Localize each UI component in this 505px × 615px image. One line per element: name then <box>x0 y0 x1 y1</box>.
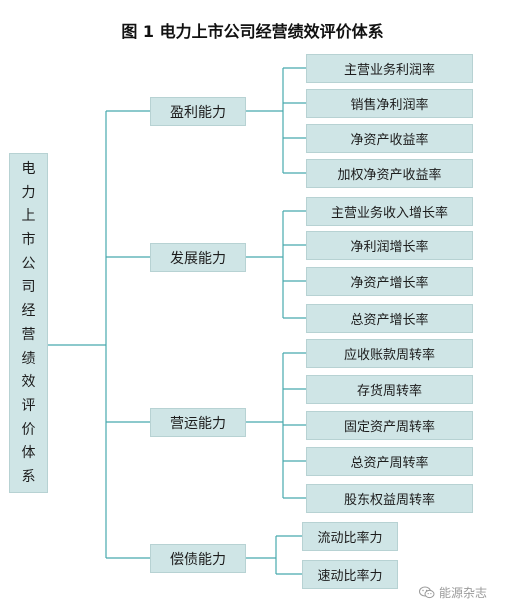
leaf-node: 总资产周转率 <box>306 447 473 476</box>
watermark: 能源杂志 <box>418 584 487 601</box>
leaf-node: 存货周转率 <box>306 375 473 404</box>
root-char: 力 <box>21 184 36 201</box>
leaf-node: 净资产增长率 <box>306 267 473 296</box>
root-char: 上 <box>21 208 36 225</box>
root-char: 绩 <box>21 350 36 367</box>
category-profitability: 盈利能力 <box>150 97 246 126</box>
leaf-node: 净利润增长率 <box>306 231 473 260</box>
root-char: 价 <box>21 421 36 438</box>
root-char: 司 <box>21 279 36 296</box>
wechat-icon <box>418 586 435 599</box>
category-solvency: 偿债能力 <box>150 544 246 573</box>
category-operation: 营运能力 <box>150 408 246 437</box>
root-char: 电 <box>21 161 36 177</box>
root-char: 市 <box>21 232 36 249</box>
root-node: 电 力 上 市 公 司 经 营 绩 效 评 价 体 系 <box>9 153 48 493</box>
leaf-node: 总资产增长率 <box>306 304 473 333</box>
leaf-node: 销售净利润率 <box>306 89 473 118</box>
leaf-node: 主营业务利润率 <box>306 54 473 83</box>
root-char: 经 <box>21 303 36 320</box>
leaf-node: 固定资产周转率 <box>306 411 473 440</box>
leaf-node: 加权净资产收益率 <box>306 159 473 188</box>
leaf-node: 净资产收益率 <box>306 124 473 153</box>
leaf-node: 主营业务收入增长率 <box>306 197 473 226</box>
leaf-node: 股东权益周转率 <box>306 484 473 513</box>
leaf-node: 速动比率力 <box>302 560 398 589</box>
root-char: 评 <box>21 397 36 414</box>
figure-title: 图 1 电力上市公司经营绩效评价体系 <box>121 22 384 41</box>
leaf-node: 应收账款周转率 <box>306 339 473 368</box>
leaf-node: 流动比率力 <box>302 522 398 551</box>
root-char: 体 <box>21 445 36 462</box>
root-char: 系 <box>21 468 36 485</box>
root-char: 公 <box>21 255 36 272</box>
root-char: 效 <box>21 374 36 391</box>
watermark-text: 能源杂志 <box>438 586 487 600</box>
category-growth: 发展能力 <box>150 243 246 272</box>
root-char: 营 <box>21 326 36 343</box>
